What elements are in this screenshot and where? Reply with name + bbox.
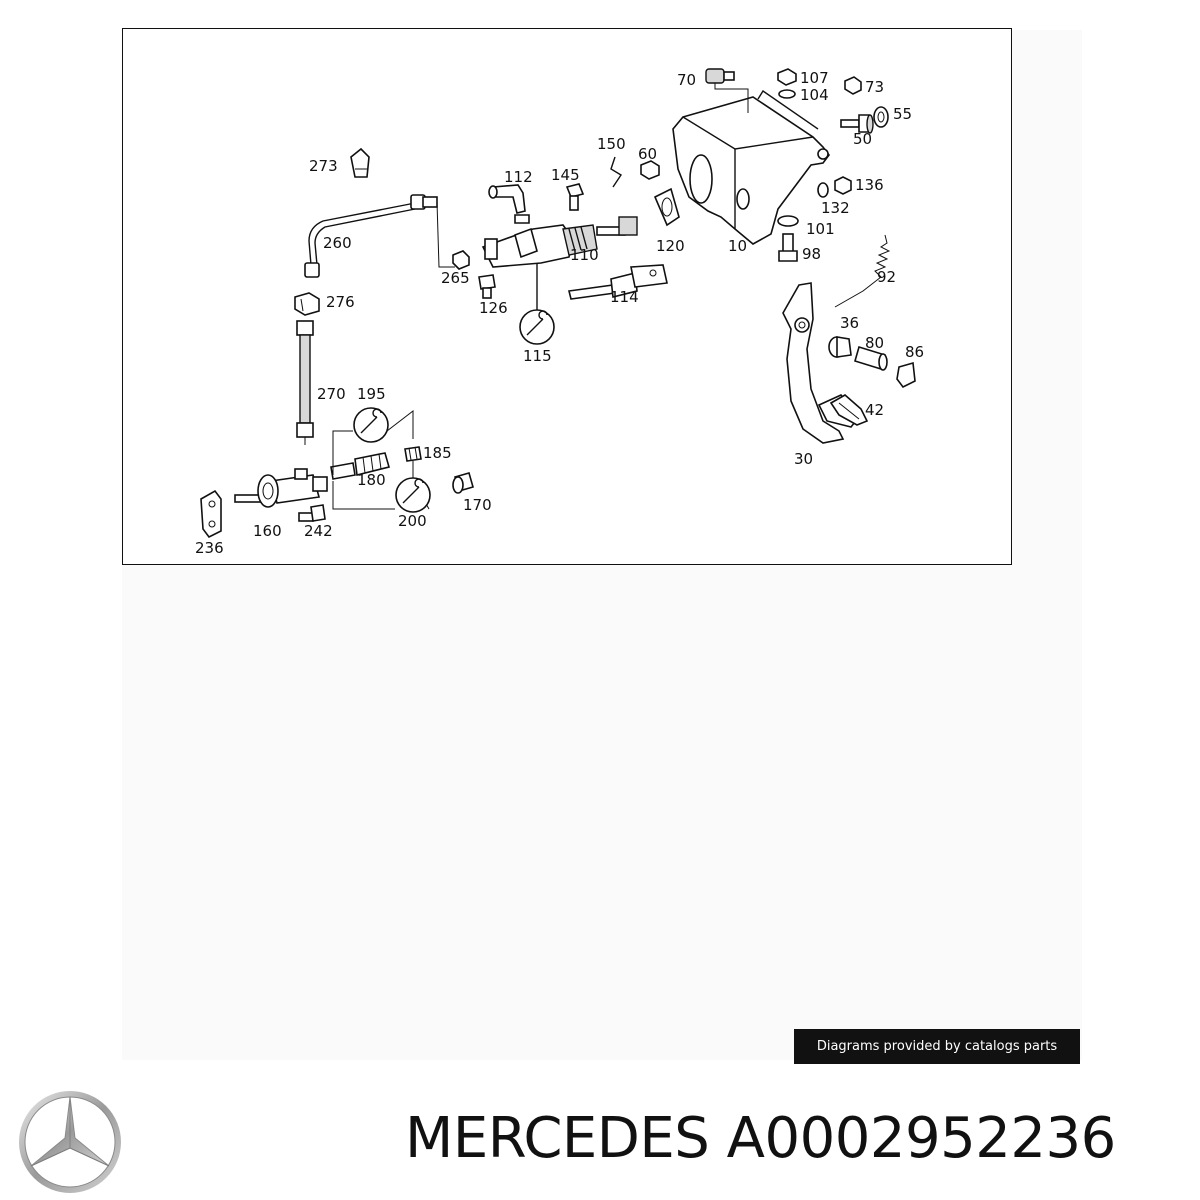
gasket-120-part bbox=[653, 187, 680, 227]
bushing-55-part bbox=[873, 106, 889, 128]
pin-80-part bbox=[854, 345, 888, 371]
part-label-10: 10 bbox=[728, 237, 747, 255]
part-label-60: 60 bbox=[638, 145, 657, 163]
part-label-107: 107 bbox=[800, 69, 829, 87]
part-label-260: 260 bbox=[323, 234, 352, 252]
part-label-110: 110 bbox=[570, 246, 599, 264]
part-label-55: 55 bbox=[893, 105, 912, 123]
bolt-126-part bbox=[478, 274, 496, 299]
nut-107-part bbox=[777, 68, 797, 99]
clip-86-part bbox=[896, 361, 916, 389]
fitting-170-part bbox=[452, 472, 474, 494]
part-number-caption: MERCEDES A0002952236 bbox=[405, 1106, 1116, 1171]
spring-92-part bbox=[834, 234, 891, 308]
elbow-112-part bbox=[488, 184, 530, 224]
bolt-242-part bbox=[298, 504, 326, 522]
pushrod-114-part bbox=[568, 264, 668, 300]
cap-185-part bbox=[404, 446, 422, 462]
part-label-114: 114 bbox=[610, 288, 639, 306]
part-label-73: 73 bbox=[865, 78, 884, 96]
sensor-70-part bbox=[705, 68, 749, 113]
part-label-36: 36 bbox=[840, 314, 859, 332]
part-label-136: 136 bbox=[855, 176, 884, 194]
bolt-50-part bbox=[840, 114, 874, 134]
pedal-bracket-part bbox=[672, 90, 830, 245]
part-label-185: 185 bbox=[423, 444, 452, 462]
bolt-145-part bbox=[565, 183, 585, 211]
clip-150-part bbox=[610, 156, 622, 188]
part-label-270: 270 bbox=[317, 385, 346, 403]
part-label-265: 265 bbox=[441, 269, 470, 287]
part-label-150: 150 bbox=[597, 135, 626, 153]
mercedes-star-icon bbox=[19, 1091, 121, 1193]
nut-60-part bbox=[640, 160, 660, 180]
wrench-200-icon bbox=[332, 461, 431, 513]
part-label-92: 92 bbox=[877, 268, 896, 286]
part-label-104: 104 bbox=[800, 86, 829, 104]
diagram-credit-badge: Diagrams provided by catalogs parts bbox=[794, 1029, 1080, 1064]
part-label-132: 132 bbox=[821, 199, 850, 217]
part-label-112: 112 bbox=[504, 168, 533, 186]
clutch-pedal-diagram: 70 107 104 73 55 50 150 60 273 112 145 1… bbox=[195, 68, 924, 557]
clip-276-part bbox=[294, 292, 320, 316]
part-label-101: 101 bbox=[806, 220, 835, 238]
bleeder-180-part bbox=[330, 452, 390, 480]
part-label-98: 98 bbox=[802, 245, 821, 263]
diagram-frame: 70 107 104 73 55 50 150 60 273 112 145 1… bbox=[122, 28, 1012, 565]
part-label-273: 273 bbox=[309, 157, 338, 175]
pedal-pad-42-part bbox=[829, 394, 869, 426]
nut-73-part bbox=[844, 76, 862, 95]
hose-270-part bbox=[296, 320, 314, 445]
nut-136-part bbox=[817, 176, 852, 198]
part-label-50: 50 bbox=[853, 130, 872, 148]
clip-273-part bbox=[350, 147, 370, 178]
part-labels: 70 107 104 73 55 50 150 60 273 112 145 1… bbox=[195, 69, 924, 557]
part-label-30: 30 bbox=[794, 450, 813, 468]
part-label-86: 86 bbox=[905, 343, 924, 361]
part-label-120: 120 bbox=[656, 237, 685, 255]
part-label-42: 42 bbox=[865, 401, 884, 419]
part-label-170: 170 bbox=[463, 496, 492, 514]
slave-cylinder-160-part bbox=[234, 468, 328, 508]
bolt-98-part bbox=[777, 215, 799, 262]
part-label-80: 80 bbox=[865, 334, 884, 352]
part-label-242: 242 bbox=[304, 522, 333, 540]
part-label-200: 200 bbox=[398, 512, 427, 530]
bushing-36-part bbox=[828, 336, 852, 358]
nut-265-part bbox=[452, 250, 470, 270]
brake-line-260-part bbox=[304, 194, 455, 278]
wrench-115-icon bbox=[519, 263, 555, 345]
wrench-195-icon bbox=[332, 407, 414, 475]
part-label-180: 180 bbox=[357, 471, 386, 489]
part-label-276: 276 bbox=[326, 293, 355, 311]
master-cylinder-110-part bbox=[481, 216, 638, 268]
plate-236-part bbox=[200, 489, 222, 539]
part-label-195: 195 bbox=[357, 385, 386, 403]
part-label-160: 160 bbox=[253, 522, 282, 540]
part-label-126: 126 bbox=[479, 299, 508, 317]
part-label-236: 236 bbox=[195, 539, 224, 557]
part-label-115: 115 bbox=[523, 347, 552, 365]
part-label-70: 70 bbox=[677, 71, 696, 89]
part-label-145: 145 bbox=[551, 166, 580, 184]
